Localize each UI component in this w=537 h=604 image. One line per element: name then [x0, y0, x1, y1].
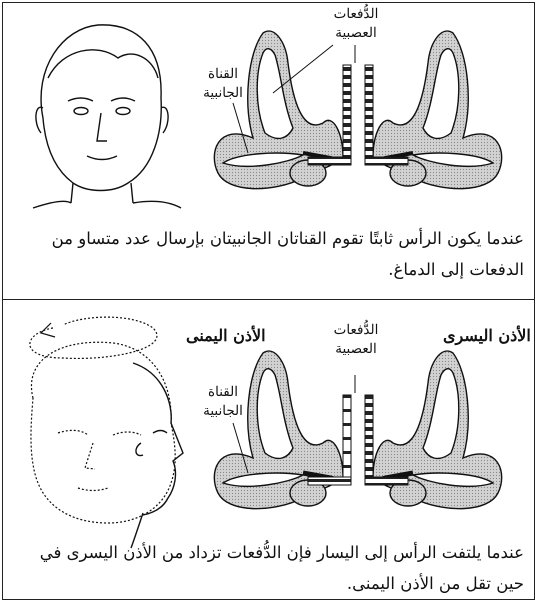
label-left-ear: الأذن اليسرى — [443, 326, 531, 345]
label-lateral-canal-bottom: القناة الجانبية — [193, 383, 253, 421]
rotation-arrow — [30, 317, 157, 358]
face-front — [33, 25, 181, 208]
face-turned-solid — [131, 363, 183, 548]
label-nerve-impulses-bottom: الدُّفعات العصبية — [321, 321, 391, 359]
illustration — [3, 3, 536, 601]
panel-divider — [3, 299, 534, 300]
label-right-ear: الأذن اليمنى — [186, 326, 266, 345]
label-lateral-canal-top: القناة الجانبية — [193, 65, 253, 103]
label-nerve-impulses-top: الدُّفعات العصبية — [321, 5, 391, 43]
caption-bottom: عندما يلتفت الرأس إلى اليسار فإن الدُّفع… — [13, 537, 524, 599]
caption-top: عندما يكون الرأس ثابتًا تقوم القناتان ال… — [13, 223, 524, 285]
